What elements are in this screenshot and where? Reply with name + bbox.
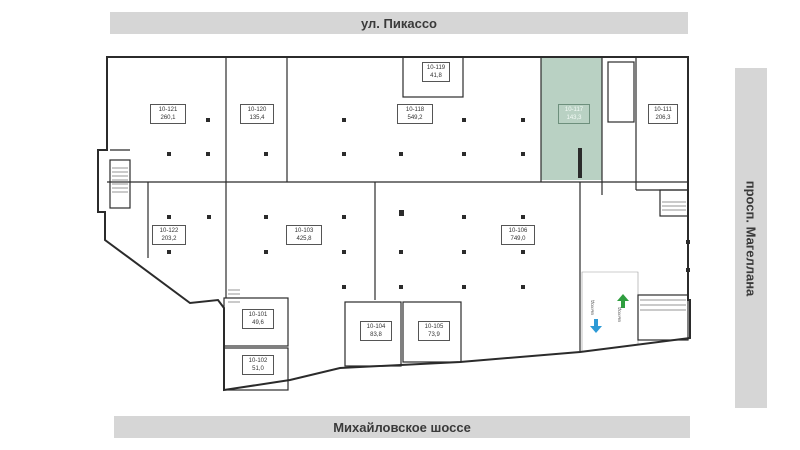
unit-area: 73,9 [428, 332, 440, 338]
unit-label-10-102[interactable]: 10-102 51,0 [242, 355, 274, 375]
unit-number: 10-101 [248, 312, 268, 318]
unit-area: 49,6 [252, 320, 264, 326]
columns [167, 118, 690, 289]
unit-label-10-105[interactable]: 10-105 73,9 [418, 321, 450, 341]
unit-label-10-121[interactable]: 10-121 260,1 [150, 104, 186, 124]
unit-area: 260,1 [160, 115, 176, 121]
unit-number: 10-119 [426, 65, 446, 71]
street-top-label: ул. Пикассо [360, 15, 437, 31]
unit-number: 10-105 [424, 324, 444, 330]
unit-label-10-101[interactable]: 10-101 49,6 [242, 309, 274, 329]
unit-label-10-119[interactable]: 10-119 41,8 [422, 62, 450, 82]
street-right-label: просп. Магеллана [743, 180, 759, 296]
unit-label-10-111[interactable]: 10-111 206,3 [648, 104, 678, 124]
unit-number: 10-104 [366, 324, 386, 330]
unit-label-10-106[interactable]: 10-106 749,0 [501, 225, 535, 245]
unit-number: 10-106 [508, 228, 528, 234]
unit-number: 10-118 [405, 107, 425, 113]
unit-number: 10-103 [294, 228, 314, 234]
interior-walls [107, 56, 689, 391]
unit-label-10-118[interactable]: 10-118 549,2 [397, 104, 433, 124]
exit-label-left: ВЫХОД [589, 300, 595, 315]
unit-area: 549,2 [407, 115, 423, 121]
unit-area: 425,8 [296, 236, 312, 242]
unit-number: 10-102 [248, 358, 268, 364]
exit-arrow-up-icon [617, 294, 629, 308]
street-pikasso: ул. Пикассо [110, 12, 688, 34]
unit-area: 135,4 [249, 115, 265, 121]
unit-area: 51,0 [252, 366, 264, 372]
unit-number: 10-121 [158, 107, 178, 113]
unit-label-10-117[interactable]: 10-117 143,3 [558, 104, 590, 124]
street-mikhailovskoe: Михайловское шоссе [114, 416, 690, 438]
unit-label-10-104[interactable]: 10-104 83,8 [360, 321, 392, 341]
unit-number: 10-120 [247, 107, 267, 113]
unit-number: 10-117 [564, 107, 584, 113]
unit-number: 10-111 [654, 107, 672, 113]
unit-area: 83,8 [370, 332, 382, 338]
street-magellana: просп. Магеллана [735, 68, 767, 408]
unit-label-10-120[interactable]: 10-120 135,4 [240, 104, 274, 124]
exit-label-right: ВЫХОД [616, 307, 622, 322]
unit-area: 206,3 [655, 115, 671, 121]
unit-area: 749,0 [510, 236, 526, 242]
unit-area: 41,8 [430, 73, 442, 79]
unit-label-10-122[interactable]: 10-122 203,2 [152, 225, 186, 245]
street-bottom-label: Михайловское шоссе [333, 419, 471, 435]
staircases [112, 167, 686, 311]
unit-area: 143,3 [566, 115, 582, 121]
unit-number: 10-122 [159, 228, 179, 234]
exit-arrow-down-icon [590, 319, 602, 333]
unit-area: 203,2 [161, 236, 177, 242]
unit-label-10-103[interactable]: 10-103 425,8 [286, 225, 322, 245]
